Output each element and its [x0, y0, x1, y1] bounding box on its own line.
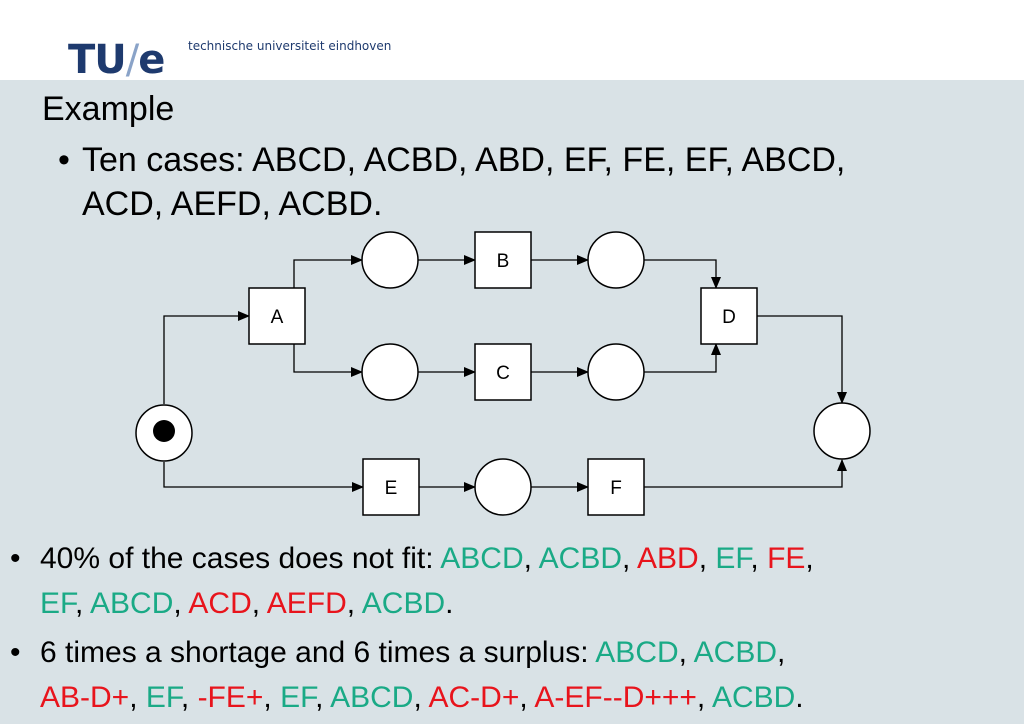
label-e: E: [385, 478, 398, 499]
label-f: F: [610, 478, 622, 499]
transition-b: [474, 231, 532, 289]
bullet-dot: •: [58, 141, 70, 179]
logo-text-tu: TU: [68, 37, 127, 83]
transition-f: [587, 458, 645, 516]
bullet-dot: •: [10, 542, 21, 575]
arc-start-to-a: [163, 311, 250, 404]
trace-segment: AC-D+: [428, 681, 520, 714]
trace-segment: ,: [129, 681, 146, 714]
logo-slash: /: [125, 37, 140, 83]
trace-segment: ,: [698, 542, 716, 575]
label-d: D: [722, 307, 736, 328]
fit-line-2: EF, ABCD, ACD, AEFD, ACBD.: [40, 581, 814, 626]
logo-text-e: e: [138, 37, 165, 83]
trace-segment: ,: [805, 542, 814, 575]
trace-segment: ,: [173, 587, 189, 620]
trace-segment: AB-D+: [40, 681, 130, 714]
trace-segment: ,: [263, 681, 281, 714]
arc-d-to-end: [757, 315, 847, 404]
shortage-line-2: AB-D+, EF, -FE+, EF, ABCD, AC-D+, A-EF--…: [40, 675, 804, 720]
shortage-line-1: 6 times a shortage and 6 times a surplus…: [40, 630, 804, 675]
arc-a-to-p1: [293, 255, 363, 288]
arc-p3-to-d: [644, 259, 721, 289]
trace-segment: ,: [346, 587, 362, 620]
trace-segment: ABCD: [595, 636, 679, 669]
trace-segment: ACD: [188, 587, 252, 620]
slide-title: Example: [42, 90, 175, 128]
bullet-dot: •: [10, 636, 21, 669]
tue-logo: TU/e: [68, 36, 165, 84]
slide-body: [0, 80, 1024, 724]
trace-segment: EF: [280, 681, 316, 714]
institute-name: technische universiteit eindhoven: [188, 39, 392, 53]
trace-segment: ABCD: [440, 542, 524, 575]
place-p5: [474, 458, 532, 516]
trace-segment: EF: [145, 681, 181, 714]
trace-segment: -FE+: [197, 681, 264, 714]
trace-segment: ,: [678, 636, 694, 669]
trace-segment: ABCD: [330, 681, 414, 714]
trace-segment: ,: [315, 681, 331, 714]
trace-segment: EF: [40, 587, 76, 620]
trace-segment: EF: [715, 542, 751, 575]
trace-segment: .: [445, 587, 454, 620]
label-b: B: [497, 251, 510, 272]
trace-segment: ACBD: [693, 636, 778, 669]
header-bar: TU/e technische universiteit eindhoven: [0, 0, 1024, 83]
trace-segment: AEFD: [266, 587, 347, 620]
token: [153, 420, 175, 442]
trace-segment: ACBD: [538, 542, 622, 575]
trace-segment: ABCD: [90, 587, 174, 620]
bullet-cases-text: Ten cases: ABCD, ACBD, ABD, EF, FE, EF, …: [82, 138, 845, 226]
place-p3: [587, 231, 645, 289]
bullet-shortage-text: 6 times a shortage and 6 times a surplus…: [40, 630, 804, 720]
transition-d: [700, 287, 758, 345]
place-end: [813, 402, 871, 460]
arc-start-to-e: [163, 462, 364, 492]
label-c: C: [496, 363, 510, 384]
trace-segment: ,: [696, 681, 712, 714]
trace-segment: ,: [413, 681, 429, 714]
trace-segment: ACBD: [711, 681, 796, 714]
cases-line-1: Ten cases: ABCD, ACBD, ABD, EF, FE, EF, …: [82, 141, 846, 179]
trace-segment: ,: [777, 636, 786, 669]
trace-segment: A-EF--D+++: [534, 681, 697, 714]
trace-segment: ABD: [637, 542, 699, 575]
trace-segment: 6 times a shortage and 6 times a surplus…: [40, 636, 596, 669]
trace-segment: .: [795, 681, 804, 714]
transition-c: [474, 343, 532, 401]
place-p1: [361, 231, 419, 289]
arc-a-to-p2: [293, 344, 363, 377]
label-a: A: [271, 307, 284, 328]
trace-segment: ,: [750, 542, 768, 575]
cases-line-2: ACD, AEFD, ACBD.: [82, 185, 383, 223]
place-p2: [361, 343, 419, 401]
trace-segment: ,: [622, 542, 638, 575]
trace-segment: ,: [75, 587, 91, 620]
trace-segment: ,: [523, 542, 539, 575]
transition-a: [248, 287, 306, 345]
arc-p4-to-d: [644, 343, 721, 373]
transition-e: [362, 458, 420, 516]
place-p4: [587, 343, 645, 401]
fit-line-1: 40% of the cases does not fit: ABCD, ACB…: [40, 536, 814, 581]
trace-segment: ,: [180, 681, 198, 714]
arc-f-to-end: [644, 459, 847, 488]
trace-segment: 40% of the cases does not fit:: [40, 542, 441, 575]
trace-segment: ACBD: [361, 587, 446, 620]
trace-segment: ,: [251, 587, 267, 620]
trace-segment: FE: [767, 542, 806, 575]
bullet-fit-text: 40% of the cases does not fit: ABCD, ACB…: [40, 536, 814, 626]
trace-segment: ,: [519, 681, 535, 714]
